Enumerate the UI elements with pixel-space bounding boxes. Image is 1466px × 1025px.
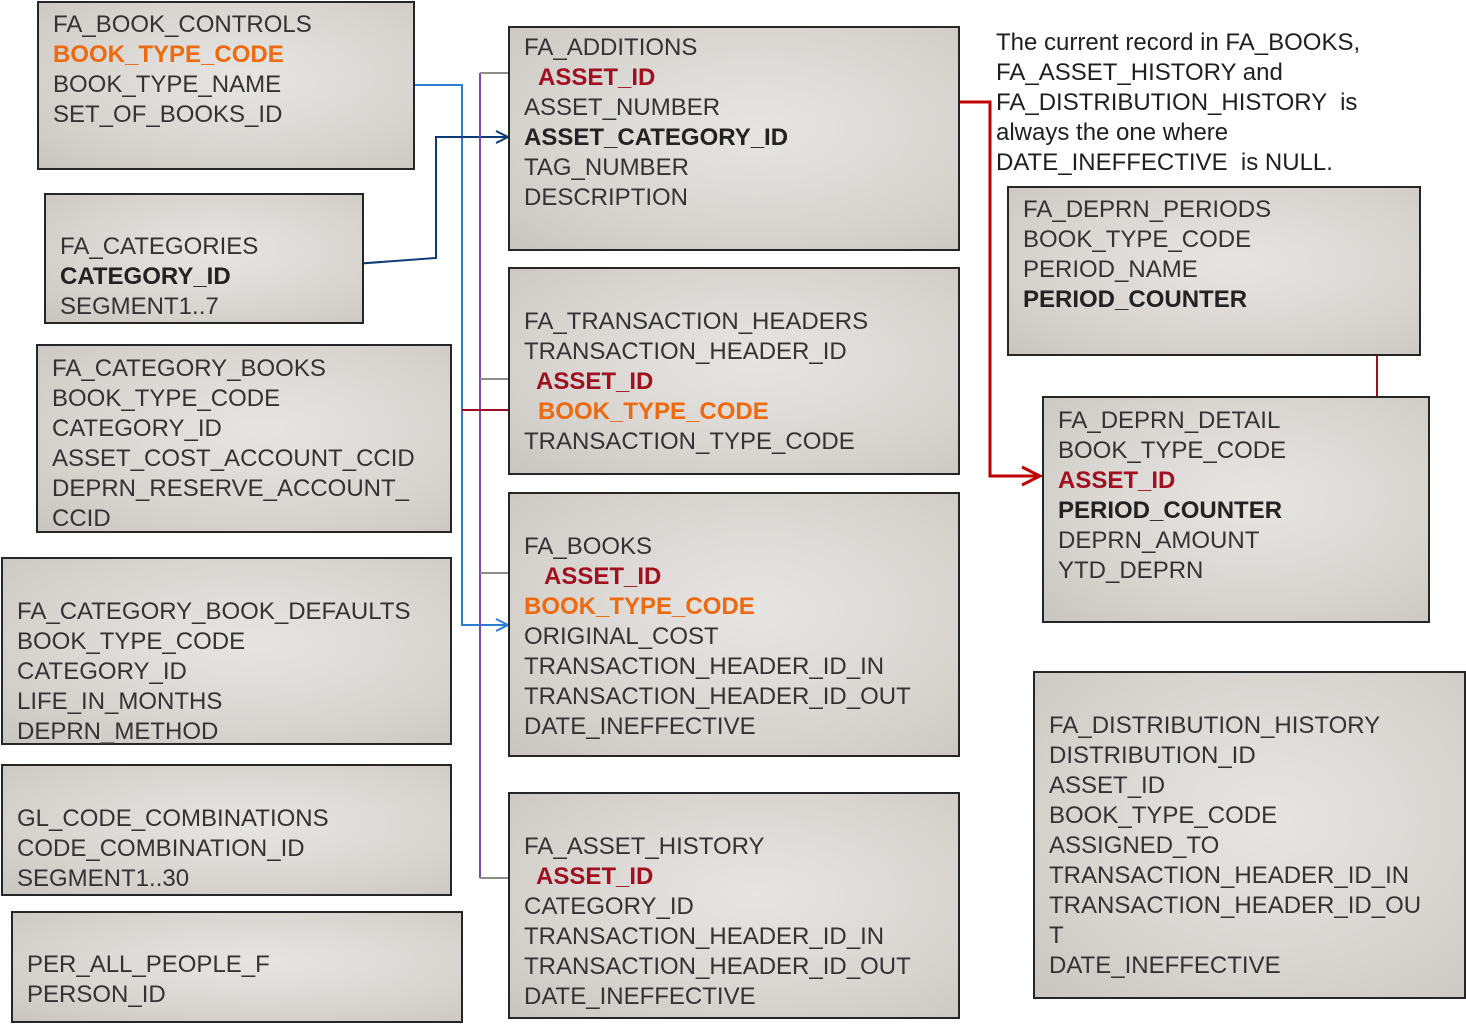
- field-asset-id: ASSET_ID: [536, 863, 654, 890]
- field-asset-id: ASSET_ID: [544, 563, 662, 590]
- field-book-type-code: BOOK_TYPE_CODE: [53, 41, 284, 68]
- table-name: FA_BOOKS: [524, 533, 653, 560]
- field-description: DESCRIPTION: [524, 184, 689, 211]
- field-category-id: CATEGORY_ID: [60, 263, 231, 290]
- table-name: FA_TRANSACTION_HEADERS: [524, 308, 869, 335]
- field-book-type-code: BOOK_TYPE_CODE: [1049, 802, 1278, 829]
- field-period-counter: PERIOD_COUNTER: [1023, 286, 1248, 313]
- field-book-type-code: BOOK_TYPE_CODE: [524, 593, 755, 620]
- note-line: The current record in FA_BOOKS,: [996, 29, 1361, 56]
- field-tag-number: TAG_NUMBER: [524, 154, 689, 181]
- note-line: always the one where: [996, 119, 1229, 146]
- field-book-type-code: BOOK_TYPE_CODE: [1058, 437, 1287, 464]
- table-fa-distribution-history: FA_DISTRIBUTION_HISTORY DISTRIBUTION_ID …: [1033, 671, 1466, 999]
- table-name: PER_ALL_PEOPLE_F: [27, 951, 270, 978]
- field-asset-id: ASSET_ID: [538, 64, 656, 91]
- table-name: FA_ADDITIONS: [524, 34, 698, 61]
- field-date-ineffective: DATE_INEFFECTIVE: [524, 983, 756, 1010]
- table-fa-category-book-defaults: FA_CATEGORY_BOOK_DEFAULTS BOOK_TYPE_CODE…: [1, 557, 452, 745]
- field-transaction-header-id: TRANSACTION_HEADER_ID: [524, 338, 847, 365]
- table-gl-code-combinations: GL_CODE_COMBINATIONS CODE_COMBINATION_ID…: [1, 764, 452, 896]
- table-fa-deprn-periods: FA_DEPRN_PERIODS BOOK_TYPE_CODE PERIOD_N…: [1007, 186, 1421, 356]
- table-fa-transaction-headers: FA_TRANSACTION_HEADERS TRANSACTION_HEADE…: [508, 267, 960, 475]
- field-person-id: PERSON_ID: [27, 981, 166, 1008]
- table-name: FA_CATEGORY_BOOK_DEFAULTS: [17, 598, 411, 625]
- table-fa-categories: FA_CATEGORIES CATEGORY_ID SEGMENT1..7: [44, 193, 364, 324]
- table-fa-deprn-detail: FA_DEPRN_DETAIL BOOK_TYPE_CODE ASSET_ID …: [1042, 396, 1430, 623]
- field-transaction-header-id-out: TRANSACTION_HEADER_ID_OU: [1049, 892, 1422, 919]
- field-asset-number: ASSET_NUMBER: [524, 94, 721, 121]
- field-asset-id: ASSET_ID: [536, 368, 654, 395]
- field-life-in-months: LIFE_IN_MONTHS: [17, 688, 223, 715]
- field-deprn-reserve-account: DEPRN_RESERVE_ACCOUNT_: [52, 475, 409, 502]
- field-original-cost: ORIGINAL_COST: [524, 623, 719, 650]
- field-deprn-method: DEPRN_METHOD: [17, 718, 219, 745]
- table-name: FA_CATEGORY_BOOKS: [52, 355, 326, 382]
- table-name: FA_DEPRN_PERIODS: [1023, 196, 1272, 223]
- table-name: FA_DEPRN_DETAIL: [1058, 407, 1281, 434]
- field-transaction-header-id-out: TRANSACTION_HEADER_ID_OUT: [524, 953, 911, 980]
- table-fa-book-controls: FA_BOOK_CONTROLS BOOK_TYPE_CODE BOOK_TYP…: [37, 1, 415, 170]
- field-book-type-name: BOOK_TYPE_NAME: [53, 71, 282, 98]
- field-segment: SEGMENT1..30: [17, 865, 190, 892]
- field-transaction-header-id-in: TRANSACTION_HEADER_ID_IN: [524, 653, 885, 680]
- field-transaction-header-id-out-cont: T: [1049, 922, 1064, 949]
- field-transaction-type-code: TRANSACTION_TYPE_CODE: [524, 428, 855, 455]
- field-book-type-code: BOOK_TYPE_CODE: [1023, 226, 1252, 253]
- table-fa-additions: FA_ADDITIONS ASSET_ID ASSET_NUMBER ASSET…: [508, 26, 960, 251]
- table-fa-asset-history: FA_ASSET_HISTORY ASSET_ID CATEGORY_ID TR…: [508, 792, 960, 1019]
- field-asset-id: ASSET_ID: [1058, 467, 1176, 494]
- table-name: GL_CODE_COMBINATIONS: [17, 805, 329, 832]
- field-book-type-code: BOOK_TYPE_CODE: [52, 385, 281, 412]
- field-asset-cost-account-ccid: ASSET_COST_ACCOUNT_CCID: [52, 445, 415, 472]
- book-controls-to-fa-books-link: [414, 84, 508, 625]
- field-set-of-books-id: SET_OF_BOOKS_ID: [53, 101, 283, 128]
- field-period-name: PERIOD_NAME: [1023, 256, 1198, 283]
- table-per-all-people-f: PER_ALL_PEOPLE_F PERSON_ID: [11, 911, 463, 1023]
- note-line: FA_ASSET_HISTORY and: [996, 59, 1283, 86]
- table-name: FA_DISTRIBUTION_HISTORY: [1049, 712, 1381, 739]
- table-name: FA_CATEGORIES: [60, 233, 259, 260]
- field-book-type-code: BOOK_TYPE_CODE: [538, 398, 769, 425]
- additions-to-deprn-detail-link: [960, 100, 1040, 476]
- note-line: FA_DISTRIBUTION_HISTORY is: [996, 89, 1358, 116]
- field-transaction-header-id-in: TRANSACTION_HEADER_ID_IN: [524, 923, 885, 950]
- field-transaction-header-id-in: TRANSACTION_HEADER_ID_IN: [1049, 862, 1410, 889]
- current-record-note: The current record in FA_BOOKS, FA_ASSET…: [996, 28, 1360, 178]
- table-name: FA_BOOK_CONTROLS: [53, 11, 312, 38]
- field-ytd-deprn: YTD_DEPRN: [1058, 557, 1204, 584]
- table-name: FA_ASSET_HISTORY: [524, 833, 765, 860]
- field-asset-category-id: ASSET_CATEGORY_ID: [524, 124, 789, 151]
- field-segment: SEGMENT1..7: [60, 293, 219, 320]
- field-transaction-header-id-out: TRANSACTION_HEADER_ID_OUT: [524, 683, 911, 710]
- field-deprn-reserve-account-cont: CCID: [52, 505, 111, 532]
- field-book-type-code: BOOK_TYPE_CODE: [17, 628, 246, 655]
- field-category-id: CATEGORY_ID: [524, 893, 694, 920]
- field-asset-id: ASSET_ID: [1049, 772, 1166, 799]
- field-code-combination-id: CODE_COMBINATION_ID: [17, 835, 305, 862]
- field-date-ineffective: DATE_INEFFECTIVE: [524, 713, 756, 740]
- field-deprn-amount: DEPRN_AMOUNT: [1058, 527, 1260, 554]
- field-date-ineffective: DATE_INEFFECTIVE: [1049, 952, 1281, 979]
- table-fa-books: FA_BOOKS ASSET_ID BOOK_TYPE_CODE ORIGINA…: [508, 492, 960, 757]
- field-category-id: CATEGORY_ID: [17, 658, 187, 685]
- table-fa-category-books: FA_CATEGORY_BOOKS BOOK_TYPE_CODE CATEGOR…: [36, 344, 452, 533]
- field-distribution-id: DISTRIBUTION_ID: [1049, 742, 1256, 769]
- field-category-id: CATEGORY_ID: [52, 415, 222, 442]
- field-period-counter: PERIOD_COUNTER: [1058, 497, 1283, 524]
- note-line: DATE_INEFFECTIVE is NULL.: [996, 149, 1333, 176]
- field-assigned-to: ASSIGNED_TO: [1049, 832, 1220, 859]
